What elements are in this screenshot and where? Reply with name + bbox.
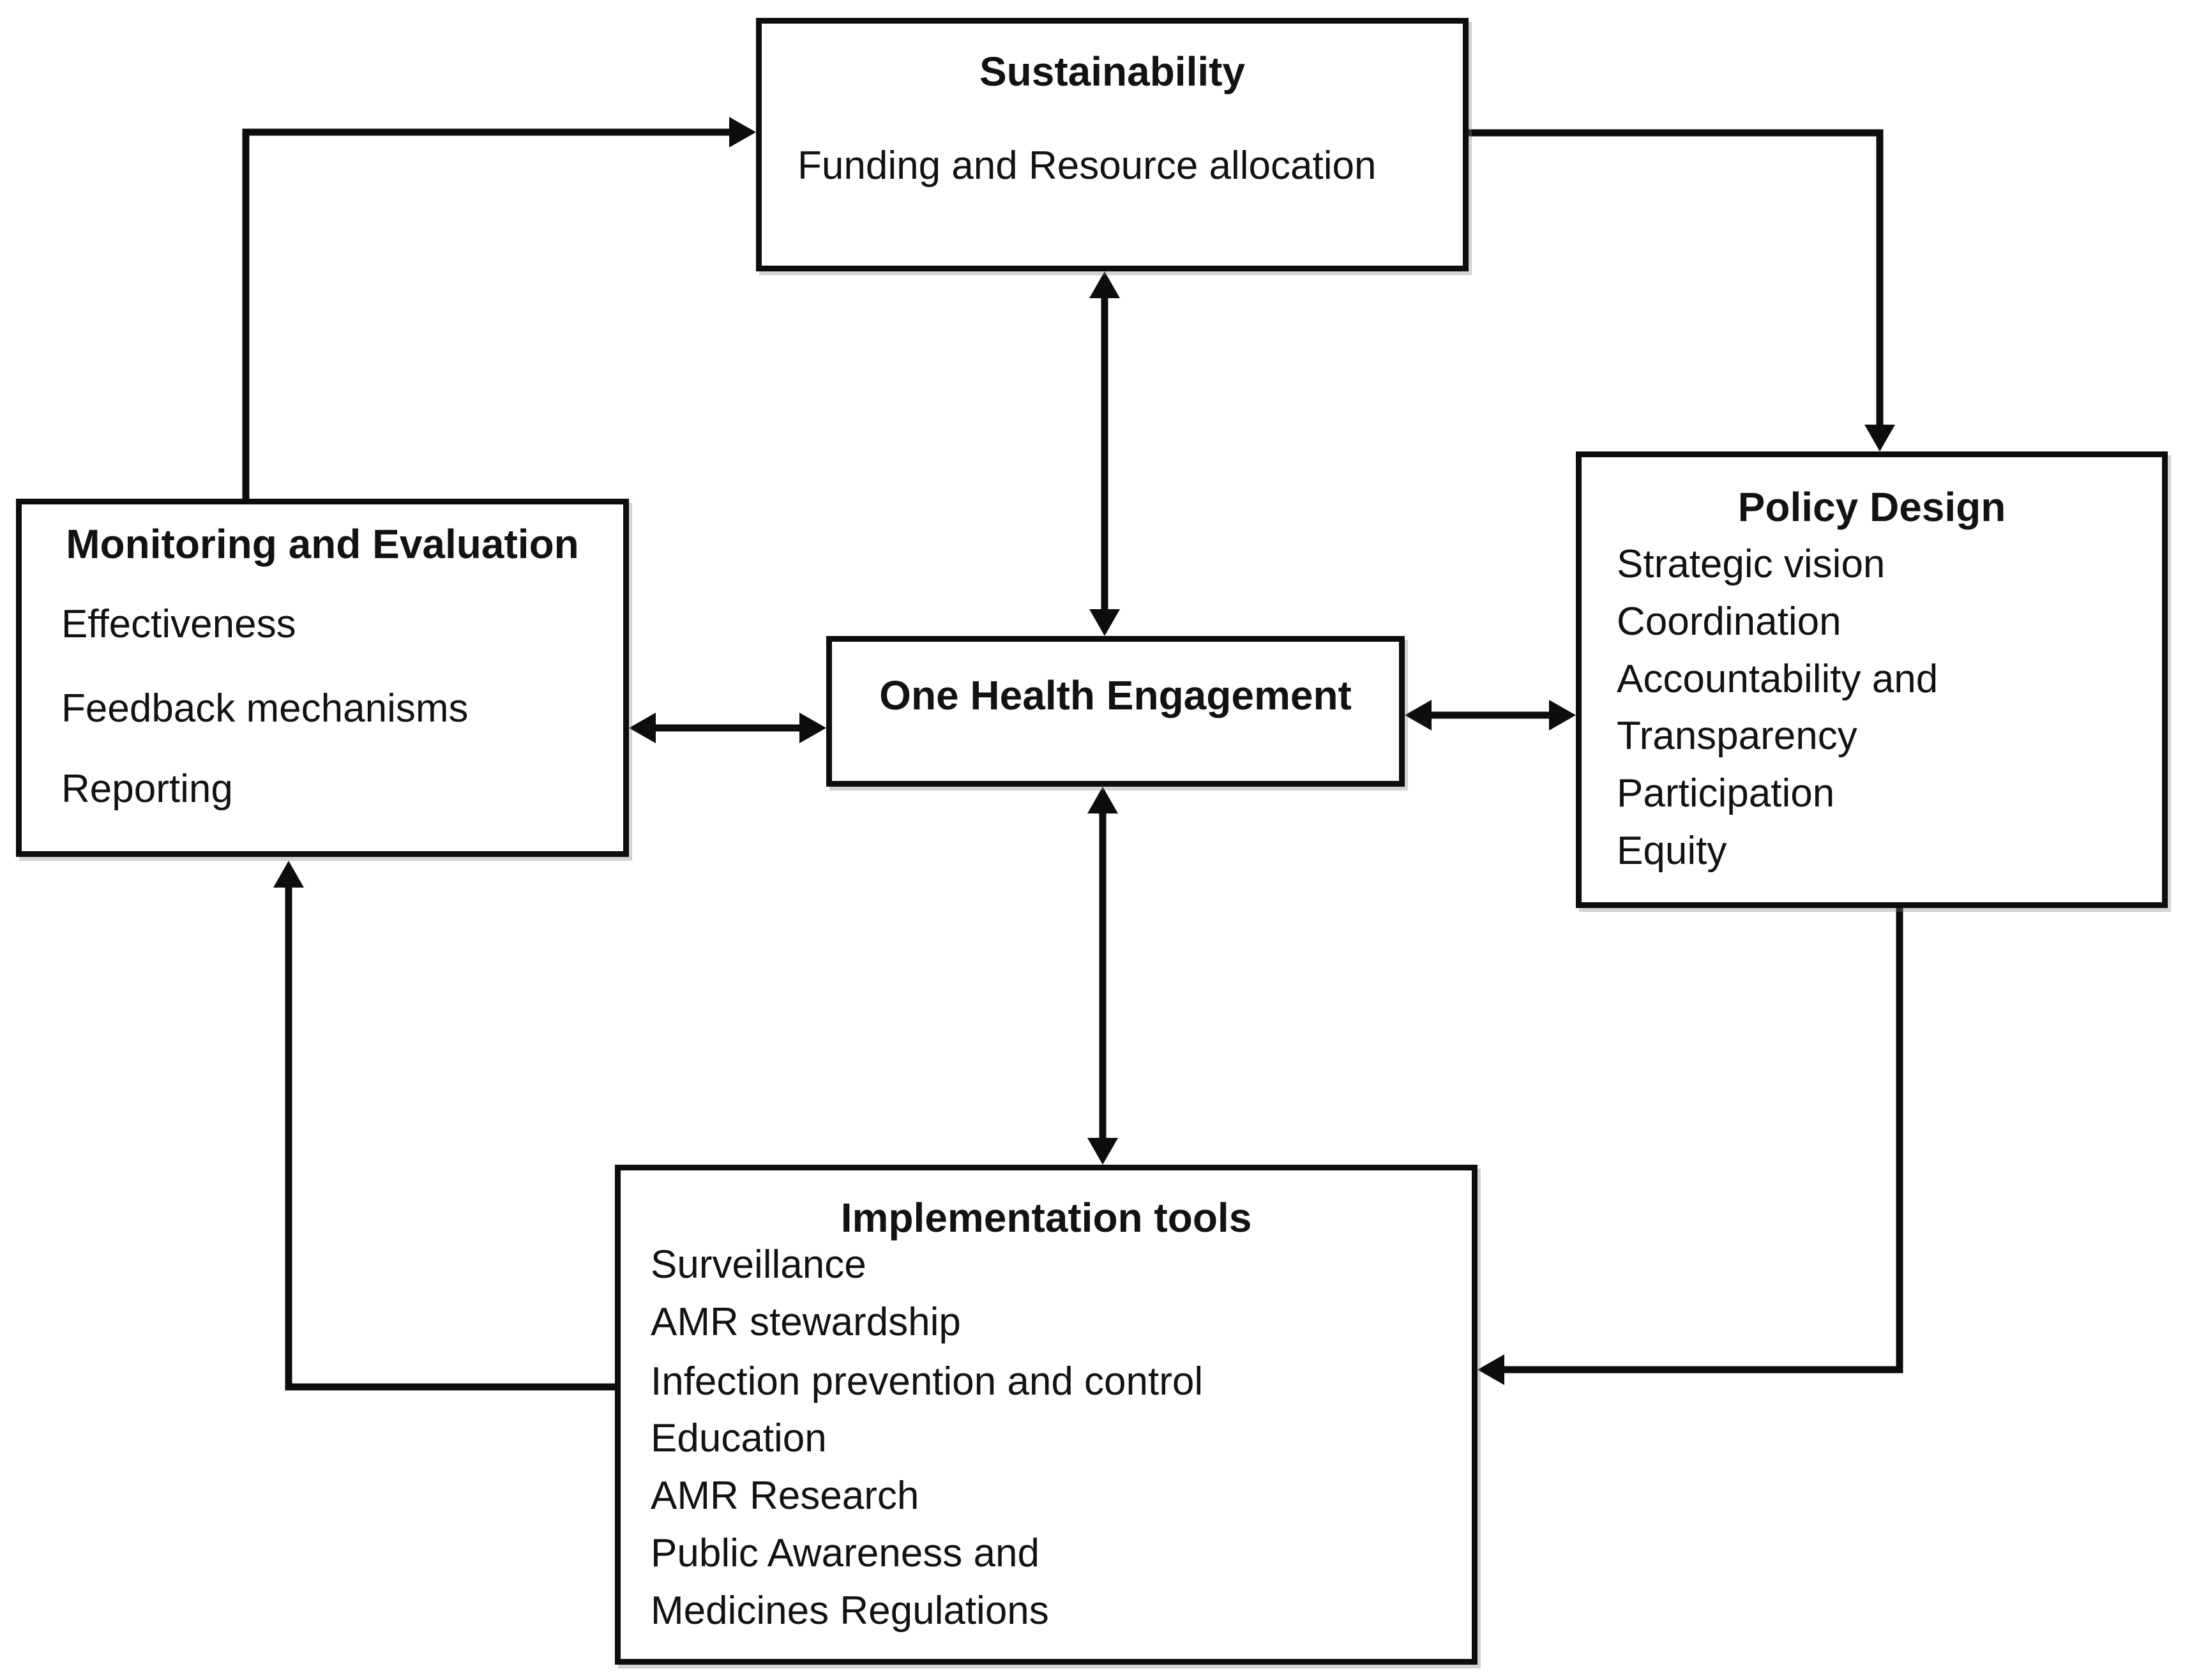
arrow-onehealth-policy-double: [1405, 700, 1576, 730]
arrow-policy-design-to-implementation-tools: [1478, 908, 1903, 1385]
monitoring-item: Feedback mechanisms: [61, 686, 469, 730]
monitoring-evaluation-box: Monitoring and Evaluation Effectiveness …: [16, 499, 629, 857]
one-health-engagement-box: One Health Engagement: [826, 636, 1405, 787]
policy-design-item: Coordination: [1617, 600, 1841, 644]
sustainability-box: Sustainability Funding and Resource allo…: [756, 18, 1469, 271]
implementation-item: Public Awareness and: [651, 1531, 1039, 1575]
implementation-item: Education: [651, 1416, 827, 1460]
monitoring-item: Effectiveness: [61, 602, 296, 646]
implementation-item: AMR stewardship: [651, 1300, 961, 1344]
monitoring-item: Reporting: [61, 767, 233, 811]
implementation-tools-title: Implementation tools: [840, 1195, 1252, 1241]
policy-design-item: Accountability and: [1617, 657, 1939, 701]
policy-design-item: Equity: [1617, 829, 1727, 873]
sustainability-title: Sustainability: [979, 49, 1246, 95]
policy-design-item: Participation: [1617, 771, 1835, 815]
arrow-monitoring-to-sustainability: [242, 117, 756, 499]
implementation-tools-box: Implementation tools Surveillance AMR st…: [615, 1165, 1478, 1665]
implementation-item: Medicines Regulations: [651, 1589, 1049, 1633]
implementation-item: Infection prevention and control: [651, 1359, 1204, 1404]
arrow-monitoring-onehealth-double: [629, 713, 826, 743]
policy-design-item: Transparency: [1617, 714, 1857, 758]
monitoring-evaluation-title: Monitoring and Evaluation: [66, 521, 579, 567]
arrow-sustainability-to-policy-design: [1469, 129, 1895, 451]
one-health-engagement-title: One Health Engagement: [879, 672, 1352, 718]
policy-design-item: Strategic vision: [1617, 542, 1886, 586]
policy-design-title: Policy Design: [1737, 484, 2006, 530]
implementation-item: AMR Research: [651, 1474, 919, 1518]
implementation-item: Surveillance: [651, 1243, 866, 1287]
arrow-implementation-tools-to-monitoring: [273, 861, 615, 1391]
arrow-sustainability-onehealth-double: [1089, 271, 1120, 636]
policy-design-box: Policy Design Strategic vision Coordinat…: [1576, 451, 2168, 908]
sustainability-subtitle: Funding and Resource allocation: [797, 144, 1377, 188]
arrow-onehealth-implementation-double: [1087, 787, 1118, 1165]
